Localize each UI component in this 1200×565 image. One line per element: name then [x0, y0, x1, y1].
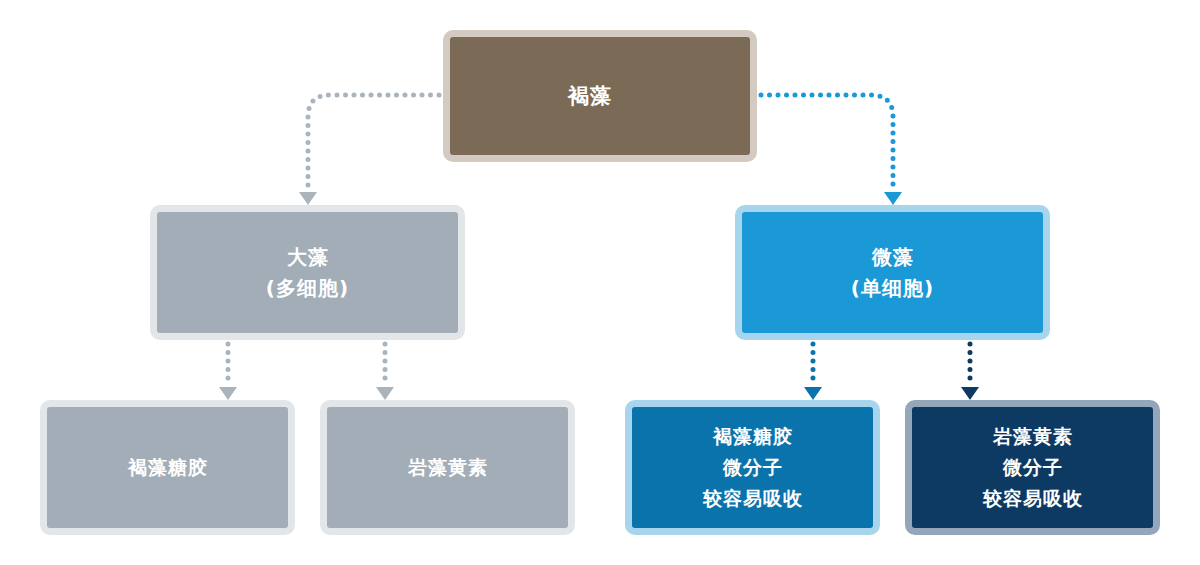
process-box: 微藻(单细胞) [735, 205, 1050, 340]
dotted-line [811, 344, 816, 382]
node-text: 大藻 [287, 242, 329, 273]
dotted-line [968, 344, 973, 382]
node-text: (多细胞) [266, 273, 349, 304]
node-text: 微分子 [723, 452, 783, 483]
node-text: 较容易吸收 [703, 483, 803, 514]
dotted-connector [219, 344, 237, 400]
node-text: 褐藻糖胶 [713, 421, 793, 452]
node-text: 较容易吸收 [983, 483, 1083, 514]
dotted-connector [761, 95, 902, 205]
dotted-connector [804, 344, 822, 400]
arrow-head [961, 387, 979, 400]
arrow-head [219, 387, 237, 400]
node-text: 微分子 [1003, 452, 1063, 483]
arrow-head [804, 387, 822, 400]
dotted-connector [961, 344, 979, 400]
arrow-head [299, 192, 317, 205]
process-box: 褐藻 [443, 30, 757, 162]
dotted-line [761, 95, 893, 187]
node-text: 褐藻糖胶 [128, 452, 208, 483]
node-text: 岩藻黄素 [408, 452, 488, 483]
node-text: 褐藻 [568, 81, 612, 112]
process-box: 岩藻黄素 [320, 400, 575, 535]
process-box: 岩藻黄素微分子较容易吸收 [905, 400, 1160, 535]
arrow-head [884, 192, 902, 205]
arrow-head [376, 387, 394, 400]
dotted-line [308, 95, 439, 187]
process-box: 褐藻糖胶 [40, 400, 295, 535]
node-text: 微藻 [872, 242, 914, 273]
node-text: (单细胞) [851, 273, 934, 304]
process-box: 大藻(多细胞) [150, 205, 465, 340]
process-box: 褐藻糖胶微分子较容易吸收 [625, 400, 880, 535]
dotted-line [226, 344, 231, 382]
dotted-line [383, 344, 388, 382]
dotted-connector [376, 344, 394, 400]
dotted-connector [299, 95, 439, 205]
node-text: 岩藻黄素 [993, 421, 1073, 452]
